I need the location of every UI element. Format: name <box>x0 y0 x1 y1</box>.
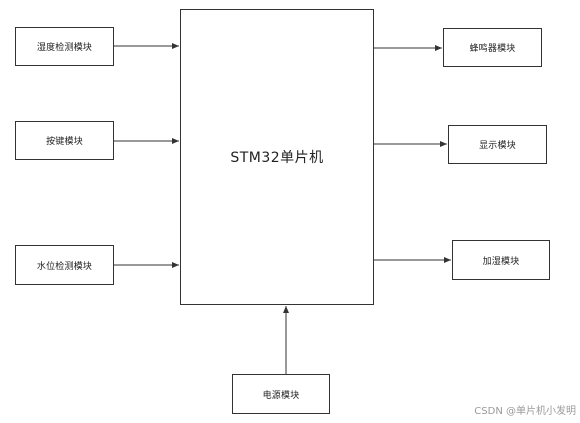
humidity-detection-label: 湿度检测模块 <box>36 43 93 53</box>
humidifier-module-label: 加湿模块 <box>482 256 520 267</box>
water-level-detection-label: 水位检测模块 <box>36 261 93 272</box>
mcu-box: STM32单片机 <box>180 9 374 305</box>
csdn-watermark: CSDN @单片机小发明 <box>474 406 576 417</box>
power-module-label: 电源模块 <box>262 390 300 401</box>
humidifier-module: 加湿模块 <box>452 240 550 280</box>
power-module: 电源模块 <box>232 374 330 414</box>
humidity-detection-module: 湿度检测模块 <box>15 27 114 66</box>
mcu-label: STM32单片机 <box>230 150 324 166</box>
buzzer-module-label: 蜂鸣器模块 <box>469 44 516 54</box>
display-module: 显示模块 <box>448 125 547 164</box>
water-level-detection-module: 水位检测模块 <box>15 245 114 285</box>
buzzer-module: 蜂鸣器模块 <box>443 28 542 67</box>
key-module-label: 按键模块 <box>46 137 83 147</box>
key-module: 按键模块 <box>15 121 114 160</box>
display-module-label: 显示模块 <box>479 141 516 151</box>
